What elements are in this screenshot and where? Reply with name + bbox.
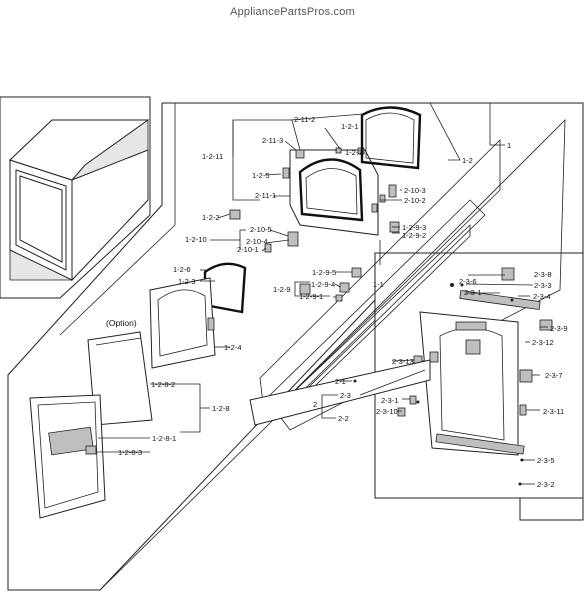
label-2: 2 <box>313 400 317 409</box>
hinge-part-2-10-2 <box>379 194 386 203</box>
label-1-2-9-4: 1-2-9-4 <box>311 280 335 289</box>
label-2-10-3: 2-10-3 <box>404 186 426 195</box>
left-group-outline <box>7 103 376 591</box>
dryer-cabinet <box>9 119 150 282</box>
door-gasket <box>360 106 422 170</box>
label-1-2-9-2: 1-2-9-2 <box>402 231 426 240</box>
latch-1-2-9-5 <box>351 267 362 278</box>
label-2-10-2: 2-10-2 <box>404 196 426 205</box>
label-2-10-5: 2-10-5 <box>250 225 272 234</box>
label-2-3-1b: 2-3-1 <box>381 396 399 405</box>
option-label: (Option) <box>106 318 137 328</box>
label-2-3-4: 2-3-4 <box>533 292 551 301</box>
label-2-3-11: 2-3-11 <box>543 407 564 416</box>
latch-1-2-9 <box>299 283 311 295</box>
label-2-11-2: 2-11-2 <box>294 115 315 124</box>
bracket-2-3-7 <box>519 369 533 383</box>
label-2-3-7: 2-3-7 <box>545 371 563 380</box>
label-1-2-9-1: 1-2-9-1 <box>299 292 323 301</box>
label-2-10-1: 2-10-1 <box>237 245 259 254</box>
inner-door-panel-1-2-4 <box>149 277 216 369</box>
label-2-3-6: 2-3-6 <box>459 277 477 286</box>
label-1-2: 1-2 <box>462 156 473 165</box>
dryer-inset-box <box>0 96 151 299</box>
label-1: 1 <box>507 141 511 150</box>
label-2-3-8: 2-3-8 <box>534 270 552 279</box>
label-2-3-2: 2-3-2 <box>537 480 555 489</box>
left-guide-line-lower <box>99 319 376 591</box>
door-glass-1-2-3 <box>203 262 247 314</box>
label-2-11-3: 2-11-3 <box>262 136 283 145</box>
label-1-2-8-3: 1-2-8-3 <box>118 448 142 457</box>
label-1-1: 1-1 <box>373 280 384 289</box>
label-1-2-3: 1-2-3 <box>178 277 196 286</box>
label-2-3-12: 2-3-12 <box>532 338 554 347</box>
label-2-10-4: 2-10-4 <box>246 237 268 246</box>
label-2-3-9: 2-3-9 <box>550 324 568 333</box>
hinge-part-1-2-2 <box>229 209 241 220</box>
clip-2-3-10 <box>397 407 406 417</box>
label-1-2-2: 1-2-2 <box>202 213 220 222</box>
label-1-2-8: 1-2-8 <box>212 404 230 413</box>
outer-door-frame-layer <box>274 119 566 431</box>
label-1-2-10: 1-2-10 <box>185 235 207 244</box>
top-bracket-2-3-8 <box>501 267 515 281</box>
clip-2-3-11 <box>519 404 527 416</box>
label-2-3-13: 2-3-13 <box>392 357 414 366</box>
label-2-3-3: 2-3-3 <box>534 281 552 290</box>
label-1-2-9: 1-2-9 <box>273 285 291 294</box>
right-bracket-2-3-9 <box>539 319 553 331</box>
label-1-2-11: 1-2-11 <box>202 152 223 161</box>
label-2-11-1: 2-11-1 <box>255 191 276 200</box>
latch-1-2-9-1 <box>335 294 343 302</box>
hinge-part-2-10-3 <box>388 184 397 198</box>
connector-dots <box>353 283 524 486</box>
label-1-2-1: 1-2-1 <box>341 122 359 131</box>
part-2-2-frame <box>249 359 431 426</box>
watermark: AppliancePartsPros.com <box>230 6 355 18</box>
bottom-handle-2-3-5 <box>435 433 525 455</box>
latch-1-2-9-4 <box>339 282 350 293</box>
label-1-2-7: 1-2-7 <box>345 148 363 157</box>
hinge-bracket-2-10-4 <box>287 231 299 247</box>
label-2-2: 2-2 <box>338 414 349 423</box>
label-1-2-6: 1-2-6 <box>173 265 191 274</box>
label-1-2-8-1: 1-2-8-1 <box>152 434 176 443</box>
top-strip-2-3-3 <box>459 290 541 310</box>
label-1-2-9-5: 1-2-9-5 <box>312 268 336 277</box>
door-outer-frame-1-2-8-1 <box>29 394 106 519</box>
inner-door-frame <box>282 147 379 236</box>
label-1-2-8-2: 1-2-8-2 <box>151 380 175 389</box>
clip-2-3-1 <box>409 395 417 405</box>
left-guide-line-upper <box>59 103 176 336</box>
label-2-3-5: 2-3-5 <box>537 456 555 465</box>
label-2-1: 2-1 <box>335 377 346 386</box>
label-2-3-1: 2-3-1 <box>464 288 482 297</box>
door-inner-assembly <box>419 311 529 456</box>
label-1-2-9-3: 1-2-9-3 <box>402 223 426 232</box>
label-2-3: 2-3 <box>340 391 351 400</box>
hinge-bracket-2-10-1 <box>264 243 272 253</box>
label-1-2-4: 1-2-4 <box>224 343 242 352</box>
label-1-2-5: 1-2-5 <box>252 171 270 180</box>
label-2-3-10: 2-3-10 <box>376 407 398 416</box>
